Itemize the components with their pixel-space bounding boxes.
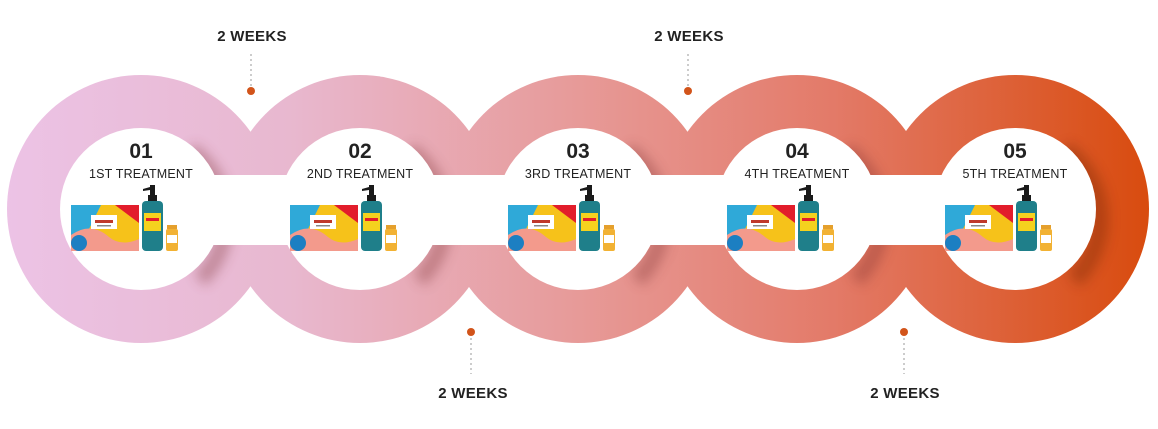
product-kit-icon [71,185,178,251]
treatment-title: 1ST TREATMENT [88,167,193,181]
treatment-step-1: 01 1ST TREATMENT [61,140,221,182]
product-kit-icon [290,185,397,251]
interval-marker-4 [900,328,908,374]
treatment-title: 4TH TREATMENT [744,167,850,181]
treatment-number: 05 [1003,140,1027,163]
dot-icon [684,87,692,95]
product-vial [1040,225,1052,251]
product-bottle [1016,185,1037,251]
product-kit-icon [945,185,1052,251]
product-vial [603,225,615,251]
interval-marker-1 [247,54,255,95]
product-box [508,205,576,251]
interval-label-2: 2 WEEKS [438,385,508,402]
treatment-step-3: 03 3RD TREATMENT [498,140,658,182]
interval-label-3: 2 WEEKS [654,28,724,45]
product-box [290,205,358,251]
ring-chain [7,75,1149,343]
treatment-title: 5TH TREATMENT [962,167,1068,181]
treatment-step-2: 02 2ND TREATMENT [280,140,440,182]
product-box [727,205,795,251]
product-box [71,205,139,251]
interval-label-1: 2 WEEKS [217,28,287,45]
treatment-title: 2ND TREATMENT [306,167,414,181]
product-vial [385,225,397,251]
treatment-number: 02 [348,140,372,163]
dot-icon [467,328,475,336]
product-vial [166,225,178,251]
product-bottle [142,185,163,251]
interval-marker-2 [467,328,475,374]
interval-label-4: 2 WEEKS [870,385,940,402]
interval-marker-3 [684,54,692,95]
product-box [945,205,1013,251]
product-kit-icon [508,185,615,251]
treatment-number: 03 [566,140,590,163]
treatment-title: 3RD TREATMENT [524,167,632,181]
product-vial [822,225,834,251]
product-kit-icon [727,185,834,251]
treatment-step-4: 04 4TH TREATMENT [717,140,877,182]
dot-icon [900,328,908,336]
dot-icon [247,87,255,95]
product-bottle [798,185,819,251]
product-bottle [579,185,600,251]
treatment-number: 01 [129,140,153,163]
treatment-step-5: 05 5TH TREATMENT [935,140,1095,182]
product-bottle [361,185,382,251]
treatment-number: 04 [785,140,809,163]
